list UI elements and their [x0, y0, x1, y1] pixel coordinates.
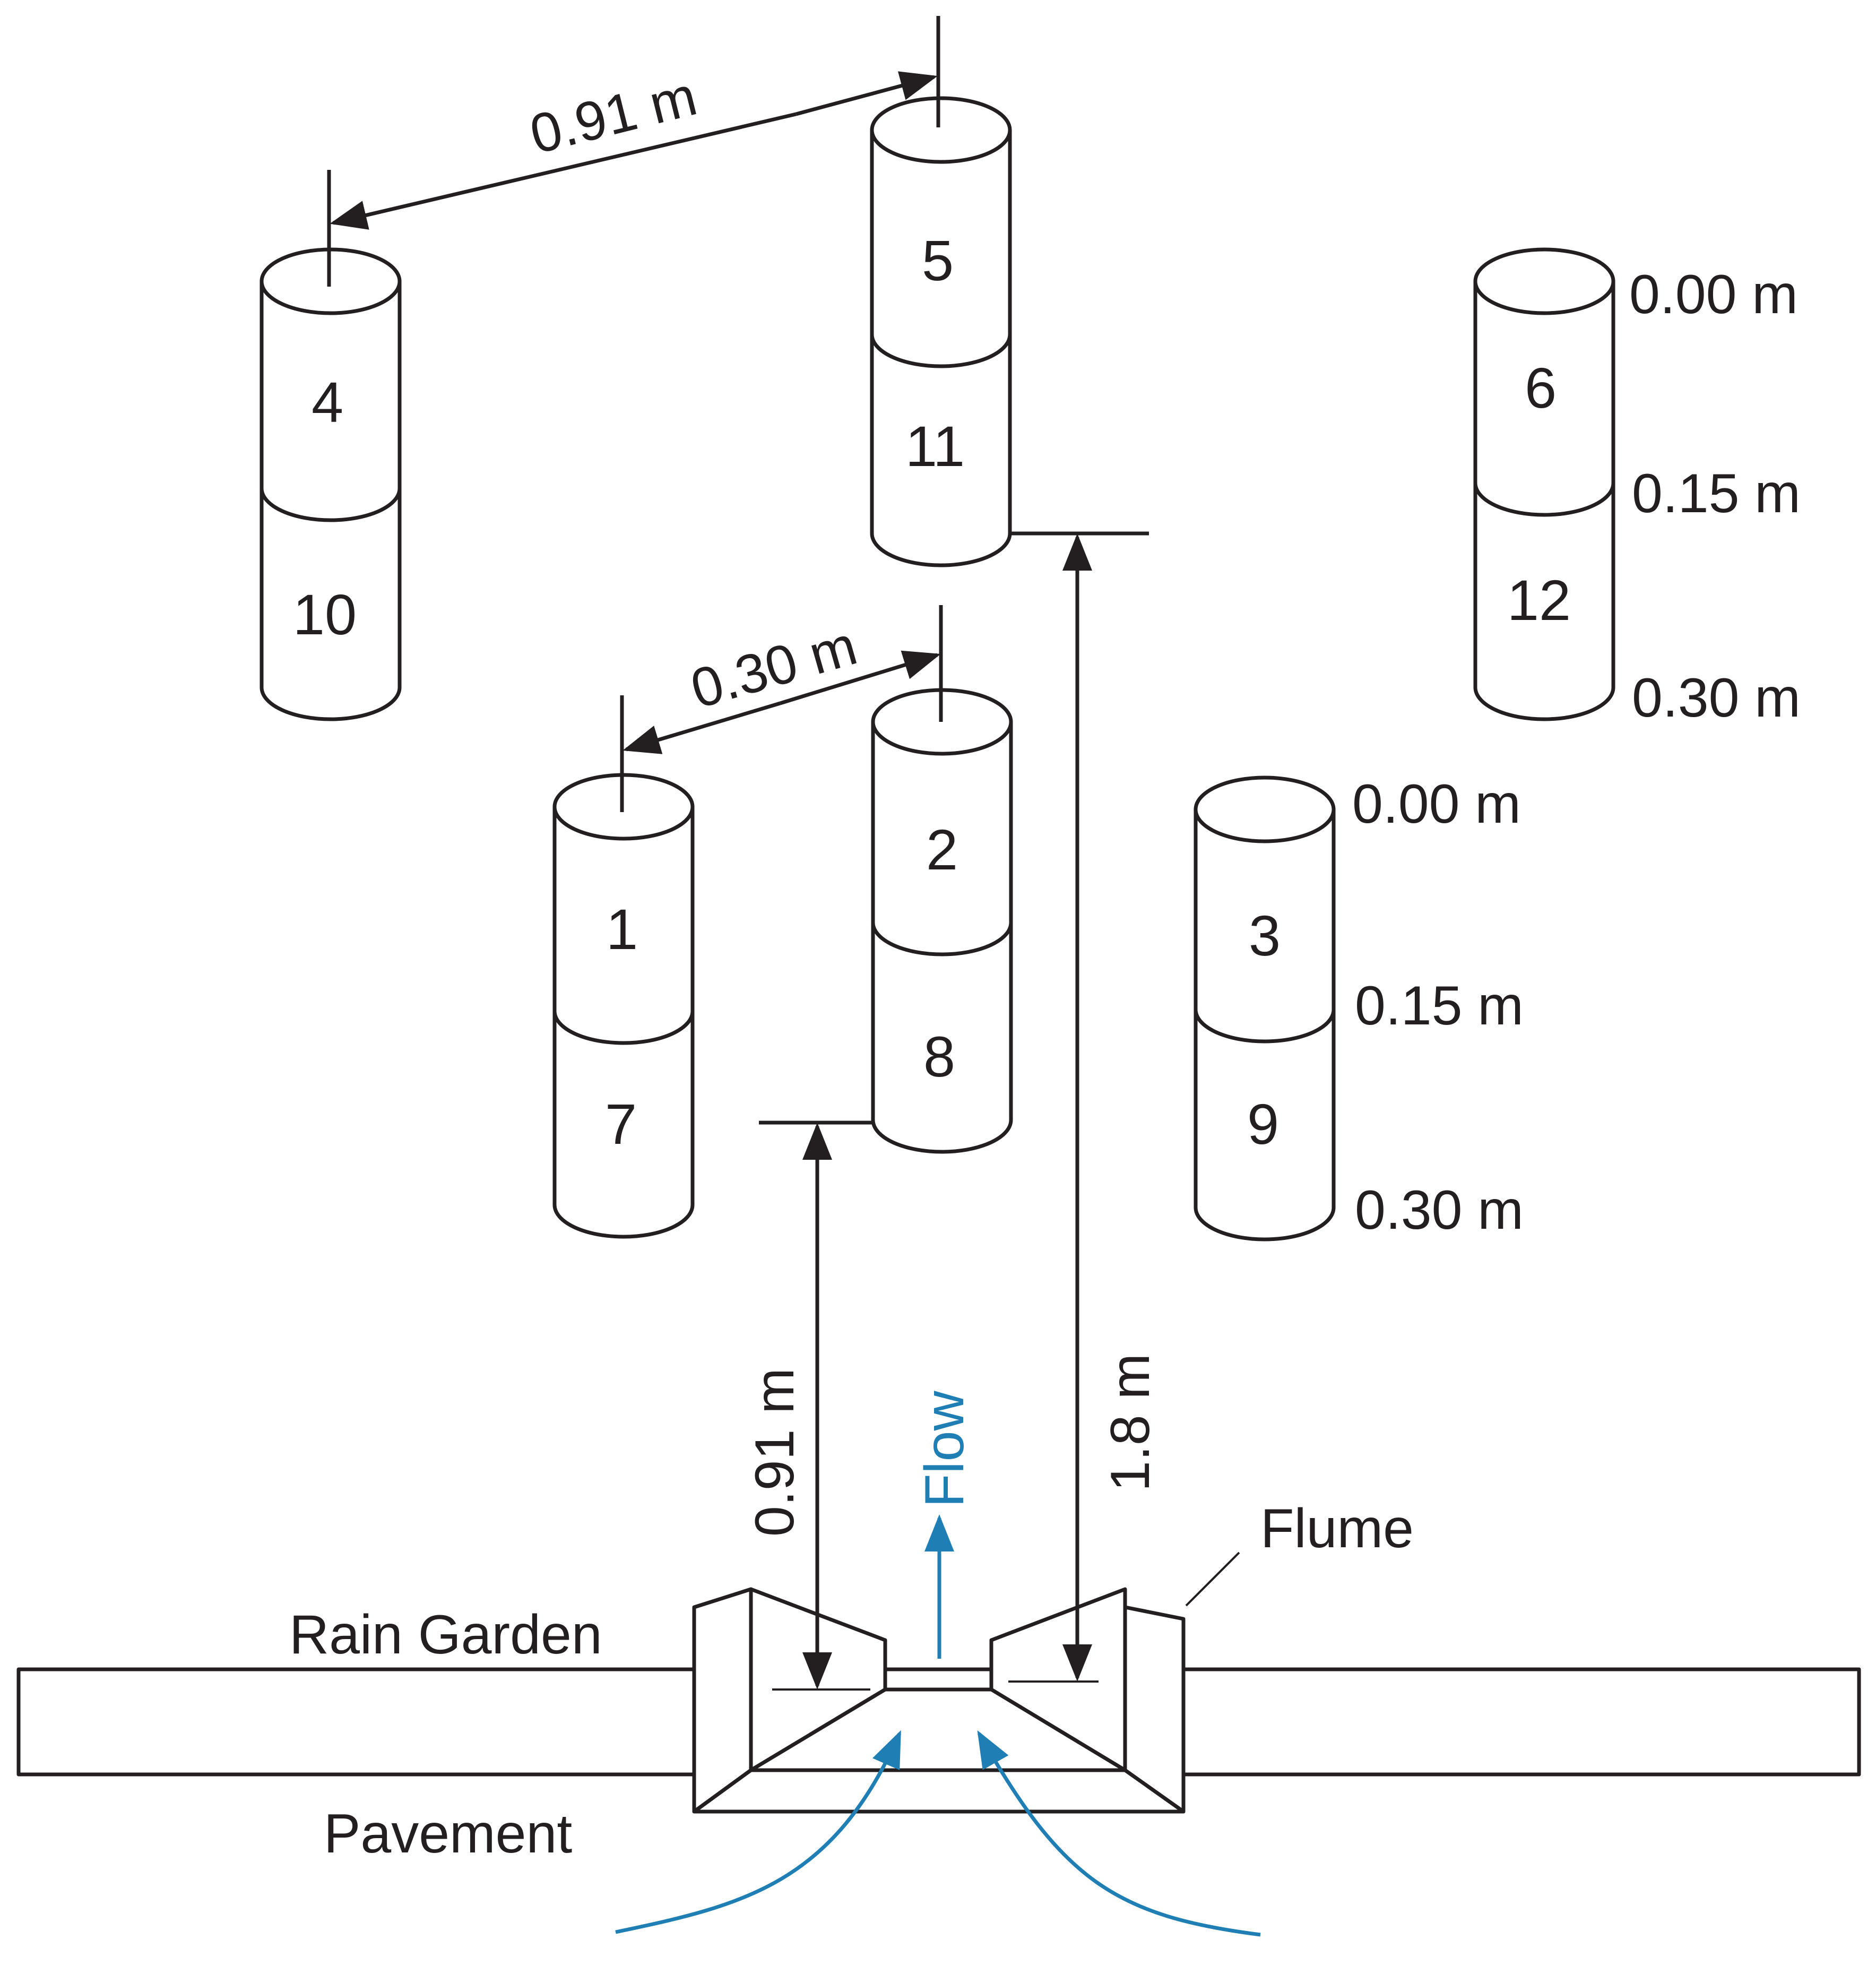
dimension-spacing-far: [327, 16, 940, 287]
sample-label: 4: [312, 370, 343, 434]
core-1-7: [552, 773, 695, 1239]
sample-label: 2: [926, 817, 958, 882]
pavement-label: Pavement: [324, 1803, 572, 1865]
depth-label-top: 0.00 m: [1352, 773, 1521, 835]
sample-label: 10: [293, 582, 357, 646]
sample-label: 7: [605, 1092, 637, 1156]
rain-garden-label: Rain Garden: [289, 1604, 602, 1666]
spacing-far-label: 0.91 m: [524, 65, 703, 166]
sample-label: 12: [1507, 568, 1571, 632]
core-4-10: [260, 247, 402, 721]
flume: [692, 1587, 1186, 1814]
sample-label: 6: [1525, 356, 1557, 420]
flume-label: Flume: [1260, 1498, 1414, 1559]
sample-label: 8: [923, 1024, 955, 1089]
dimension-distance-far: [1011, 531, 1149, 1682]
distance-near-label: 0.91 m: [744, 1368, 806, 1537]
sample-label: 1: [606, 897, 638, 961]
flow-label: Flow: [914, 1391, 975, 1507]
sample-label: 9: [1247, 1092, 1279, 1156]
sample-label: 3: [1249, 903, 1281, 968]
flow-arrows: [615, 1514, 1261, 1937]
depth-label-bottom: 0.30 m: [1632, 667, 1801, 729]
depth-label-bottom: 0.30 m: [1355, 1179, 1524, 1241]
dimension-distance-near: [759, 1120, 873, 1689]
core-3-9: [1194, 775, 1336, 1242]
depth-label-top: 0.00 m: [1629, 264, 1798, 325]
depth-label-middle: 0.15 m: [1632, 463, 1801, 524]
flume-leader-line: [1185, 1551, 1240, 1607]
core-6-12: [1473, 247, 1615, 721]
distance-far-label: 1.8 m: [1100, 1354, 1161, 1492]
core-5-11: [870, 96, 1012, 567]
sample-label: 5: [922, 228, 954, 292]
depth-label-middle: 0.15 m: [1355, 975, 1524, 1037]
flow-arrow-left: [615, 1730, 902, 1934]
flow-arrow-right: [977, 1730, 1261, 1937]
sample-label: 11: [905, 414, 965, 478]
